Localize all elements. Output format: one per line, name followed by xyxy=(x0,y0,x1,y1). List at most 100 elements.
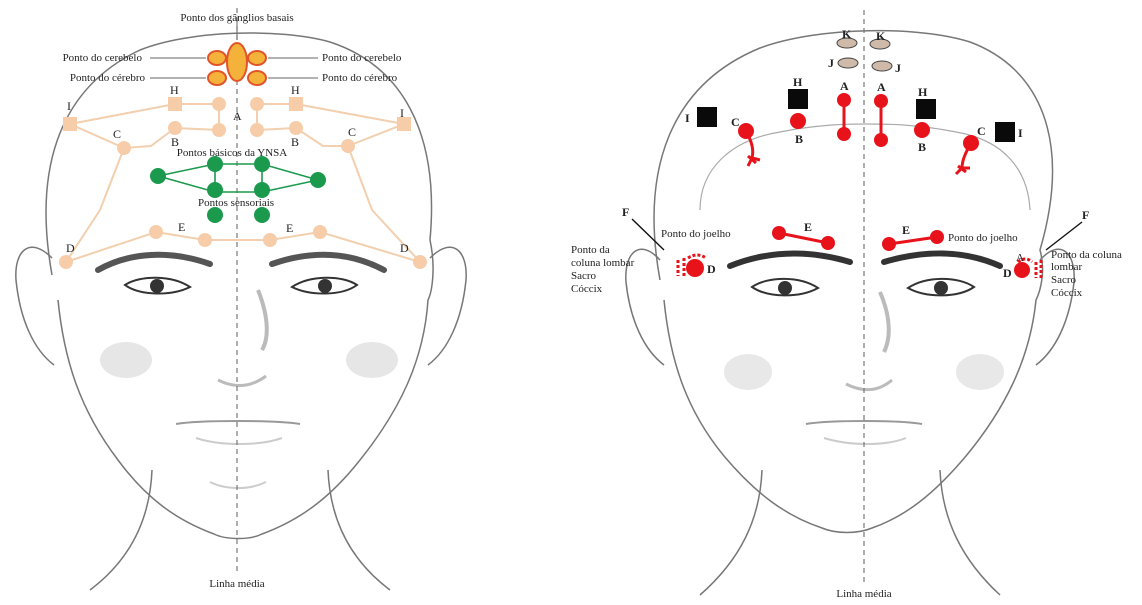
right-nose-tip xyxy=(846,380,892,390)
point-b-right-1 xyxy=(250,123,264,137)
right-red-c-right xyxy=(956,135,979,174)
point-c-right xyxy=(341,139,355,153)
point-i-left xyxy=(63,117,77,131)
letter-i-right: I xyxy=(400,106,404,120)
label-cerebellum-right: Ponto do cerebelo xyxy=(322,52,402,64)
point-e-right-1 xyxy=(263,233,277,247)
letter-e-right-r: E xyxy=(902,223,910,237)
label-spine-left-4: Cóccix xyxy=(571,283,603,295)
letter-a: A xyxy=(233,109,242,123)
point-i-right-square xyxy=(995,122,1015,142)
label-midline-left: Linha média xyxy=(209,578,264,590)
point-j-left xyxy=(838,58,858,68)
point-h-right-square xyxy=(916,99,936,119)
left-eyebrow-r xyxy=(272,255,384,270)
point-b-right-2 xyxy=(289,121,303,135)
right-panel: K K J J A A H H I I C C B B E E F F D D … xyxy=(571,10,1122,600)
letter-a-small-r: A xyxy=(1016,252,1024,264)
letter-d-right: D xyxy=(400,241,409,255)
letter-b-right: B xyxy=(291,135,299,149)
left-panel: Ponto dos gânglios basais Ponto do cereb… xyxy=(16,8,466,590)
right-cheek-r xyxy=(956,354,1004,390)
letter-h-right-r: H xyxy=(918,85,928,99)
left-cheek-r xyxy=(346,342,398,378)
left-eyebrow-l xyxy=(98,255,210,270)
right-eyebrow-l xyxy=(730,253,850,266)
right-neck xyxy=(940,470,1000,595)
left-green-points xyxy=(150,156,326,223)
letter-j-left: J xyxy=(828,56,834,70)
letter-i-left-r: I xyxy=(685,111,690,125)
leader-f-right xyxy=(1046,222,1082,250)
letter-c-right: C xyxy=(348,125,356,139)
label-sensory-points: Pontos sensoriais xyxy=(198,197,274,209)
letter-c-left-r: C xyxy=(731,115,740,129)
letter-d-right-r: D xyxy=(1003,266,1012,280)
right-head-outline xyxy=(654,31,1052,533)
cerebellum-point-left xyxy=(208,51,226,65)
point-j-right xyxy=(872,61,892,71)
letter-j-right: J xyxy=(895,61,901,75)
cerebrum-point-right xyxy=(248,71,266,85)
letter-k-left: K xyxy=(842,27,852,41)
right-mouth xyxy=(806,421,922,424)
green-point xyxy=(310,172,326,188)
label-cerebellum-left: Ponto do cerebelo xyxy=(63,52,143,64)
letter-b-right-r: B xyxy=(918,140,926,154)
letter-d-left-r: D xyxy=(707,262,716,276)
point-h-left-square xyxy=(788,89,808,109)
left-lip xyxy=(196,438,282,444)
letter-a-right: A xyxy=(877,80,886,94)
letter-h-left: H xyxy=(170,83,179,97)
left-chin xyxy=(210,482,266,488)
label-spine-left-1: Ponto da xyxy=(571,244,610,256)
point-b-right-red xyxy=(914,122,930,138)
green-point xyxy=(254,182,270,198)
label-basic-points: Pontos básicos da YNSA xyxy=(177,147,288,159)
letter-i-right-r: I xyxy=(1018,126,1023,140)
label-knee-right: Ponto do joelho xyxy=(948,232,1018,244)
right-lip xyxy=(824,438,906,444)
basal-ganglia-point xyxy=(227,43,247,81)
point-d-right xyxy=(413,255,427,269)
label-spine-right-2: lombar xyxy=(1051,261,1082,273)
green-point xyxy=(254,207,270,223)
green-point xyxy=(207,182,223,198)
right-iris-r xyxy=(934,281,948,295)
left-peach-points xyxy=(59,97,427,269)
letter-d-left: D xyxy=(66,241,75,255)
letter-b-left: B xyxy=(171,135,179,149)
letter-a-left: A xyxy=(840,79,849,93)
right-red-e-right xyxy=(882,230,944,251)
left-brain-points xyxy=(150,18,318,85)
letter-k-right: K xyxy=(876,29,886,43)
letter-b-left-r: B xyxy=(795,132,803,146)
left-iris-l xyxy=(150,279,164,293)
point-b-left-2 xyxy=(212,123,226,137)
right-red-a-right xyxy=(874,94,888,147)
right-red-a-left xyxy=(837,93,851,141)
right-nose xyxy=(880,292,889,352)
left-green-network xyxy=(158,164,318,192)
label-spine-left-2: coluna lombar xyxy=(571,257,635,269)
point-i-left-square xyxy=(697,107,717,127)
letter-c-right-r: C xyxy=(977,124,986,138)
letter-e-left-r: E xyxy=(804,220,812,234)
right-cheek-l xyxy=(724,354,772,390)
left-nose xyxy=(258,290,267,350)
label-spine-right-1: Ponto da coluna xyxy=(1051,249,1122,261)
point-e-right-2 xyxy=(313,225,327,239)
label-spine-left-3: Sacro xyxy=(571,270,597,282)
letter-i-left: I xyxy=(67,99,71,113)
right-red-d-left xyxy=(678,255,706,277)
point-h-right xyxy=(289,97,303,111)
label-spine-right-4: Cóccix xyxy=(1051,287,1083,299)
point-b-left-1 xyxy=(168,121,182,135)
green-point xyxy=(150,168,166,184)
cerebrum-point-left xyxy=(208,71,226,85)
point-b-left-red xyxy=(790,113,806,129)
right-iris-l xyxy=(778,281,792,295)
green-point xyxy=(207,207,223,223)
point-h-left xyxy=(168,97,182,111)
